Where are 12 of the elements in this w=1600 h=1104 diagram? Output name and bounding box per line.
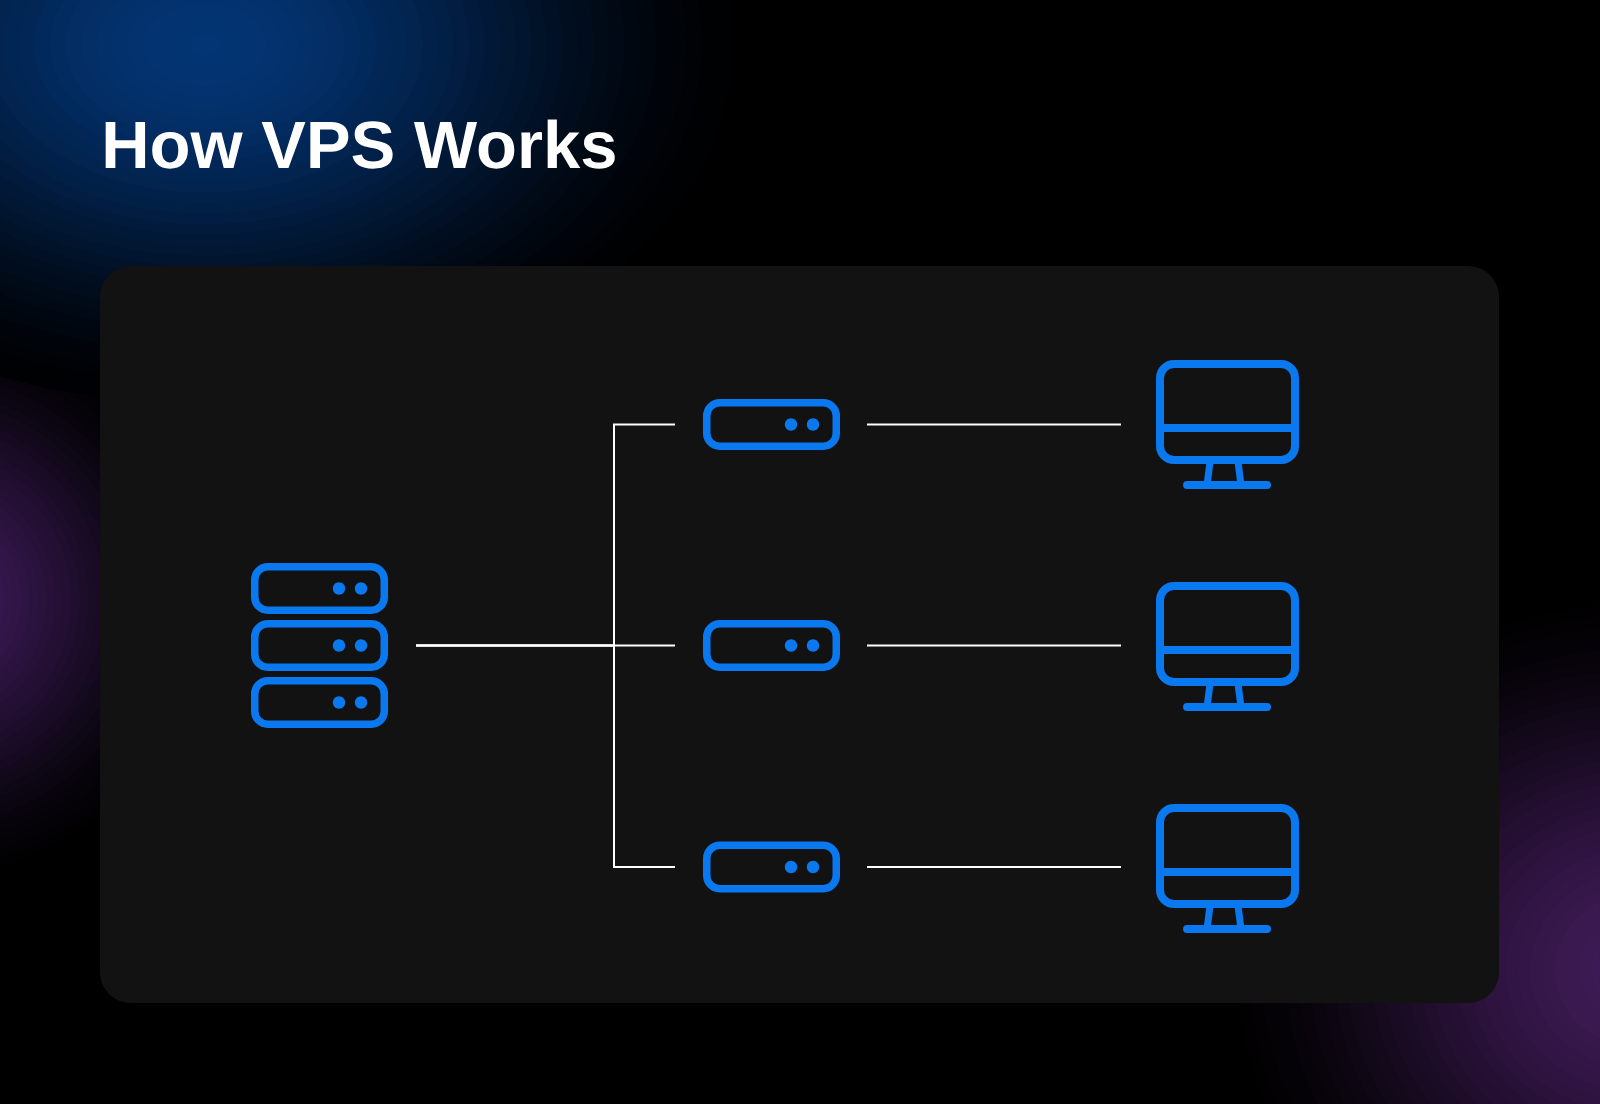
title: How VPS Works xyxy=(105,119,615,169)
server-icon xyxy=(703,841,840,893)
connector-line xyxy=(866,866,1122,868)
connector-line xyxy=(415,644,676,868)
connector-line xyxy=(866,423,1122,426)
monitor-icon xyxy=(1156,804,1299,933)
server-rack-icon xyxy=(251,563,388,728)
monitor-icon xyxy=(1156,582,1299,711)
monitor-icon xyxy=(1156,360,1299,489)
connector-line xyxy=(866,644,1122,647)
server-icon xyxy=(703,620,840,671)
server-icon xyxy=(703,399,840,450)
